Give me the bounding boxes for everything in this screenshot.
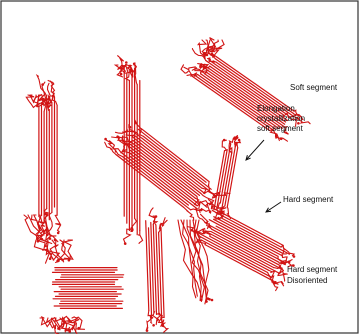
lower-right-hard-block-chain <box>216 226 285 263</box>
chain-end-dot <box>211 299 214 302</box>
lower-right-hard-block-chain <box>214 217 283 254</box>
lower-right-hard-block-chain <box>210 236 279 273</box>
lower-right-hard-block-chain <box>214 209 283 246</box>
chain-end-dot <box>116 135 119 138</box>
lower-right-hard-block-chain <box>221 218 290 255</box>
chain-end-dot <box>208 298 211 301</box>
chain-end-dot <box>124 242 127 245</box>
chain-end-dot <box>223 139 226 142</box>
bottom-left-loose <box>64 240 72 259</box>
lower-right-hard-block-chain <box>214 219 283 256</box>
elongation-arrow <box>246 140 264 160</box>
centre-diagonal-block-tail <box>106 140 120 152</box>
chain-end-dot <box>209 210 212 213</box>
chain-end-dot <box>283 262 286 265</box>
chain-end-dot <box>152 324 155 327</box>
label-hard-segment: Hard segment <box>283 195 333 205</box>
lower-right-hard-block-chain <box>205 245 274 282</box>
centre-column-tail <box>117 55 124 66</box>
label-hard-segment-disoriented-line1: Hard segment <box>287 265 337 275</box>
lower-right-hard-block-chain <box>209 220 278 257</box>
lower-right-hard-block-chain <box>202 240 271 277</box>
lower-right-hard-block-chain <box>205 231 274 268</box>
lower-right-hard-block-tail <box>201 214 210 225</box>
chain-end-dot <box>104 138 107 141</box>
centre-column-tail <box>138 231 143 244</box>
chain-end-dot <box>49 237 52 240</box>
lower-right-hard-block-chain <box>199 236 268 273</box>
lower-right-hard-block-chain <box>200 234 269 271</box>
lower-right-hard-block-chain <box>212 229 281 266</box>
lower-right-hard-block-chain <box>211 232 280 269</box>
label-soft-segment: Soft segment <box>290 83 337 93</box>
left-column-tail <box>55 215 60 231</box>
label-elongation-line2: crystallization <box>257 114 305 124</box>
chain-end-dot <box>280 138 283 141</box>
chain-end-dot <box>41 83 44 86</box>
annotation-arrows <box>246 140 281 212</box>
chain-end-dot <box>206 54 209 57</box>
chain-end-dot <box>211 53 214 56</box>
chain-end-dot <box>41 103 44 106</box>
chain-end-dot <box>129 126 132 129</box>
chain-end-dot <box>57 232 60 235</box>
label-elongation-line1: Elongation <box>257 104 295 114</box>
lower-right-hard-block-chain <box>212 211 281 248</box>
polymer-chains <box>24 38 310 334</box>
label-hard-segment-disoriented-line2: Disoriented <box>287 276 327 286</box>
chain-end-dot <box>146 329 149 332</box>
chain-end-dot <box>236 136 239 139</box>
chain-end-dot <box>199 65 202 68</box>
hard-segment-arrow <box>266 202 281 212</box>
chain-end-dot <box>125 61 128 64</box>
chain-end-dot <box>51 95 54 98</box>
chain-end-dot <box>238 139 241 142</box>
chain-end-dot <box>68 259 71 262</box>
chain-end-dot <box>49 257 52 260</box>
lower-centre-stem-tail <box>146 317 153 330</box>
chain-end-dot <box>293 255 296 258</box>
elongated-soft-segment-tail <box>222 140 226 151</box>
chain-end-dot <box>120 73 123 76</box>
label-elongation-line3: soft segment <box>257 124 303 134</box>
